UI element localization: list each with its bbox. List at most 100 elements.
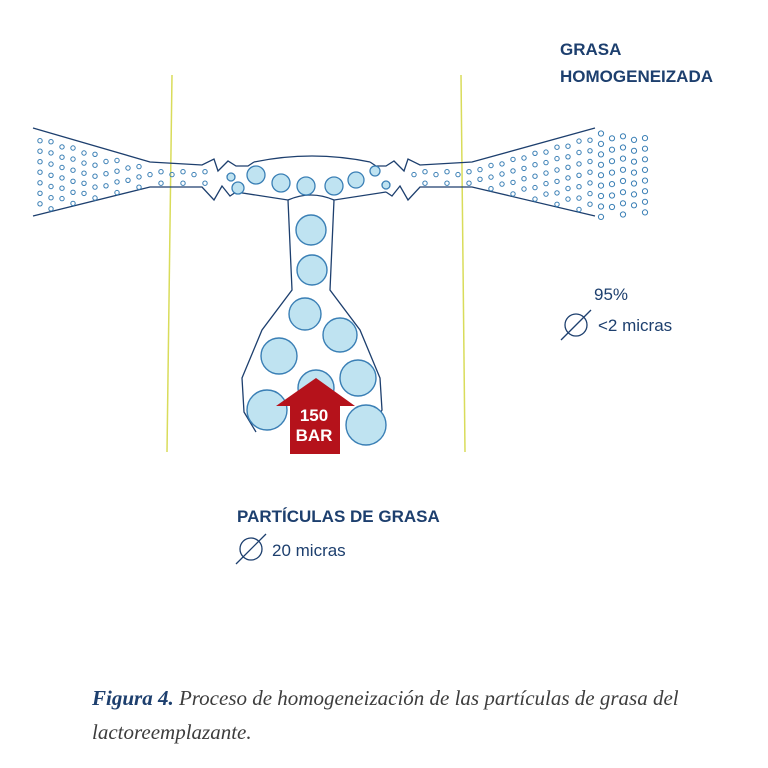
particle-small	[565, 175, 571, 181]
particle-small	[92, 184, 98, 190]
particle-small	[565, 154, 571, 160]
small-size-label: <2 micras	[598, 316, 672, 335]
particle-small	[81, 170, 87, 176]
particle-small	[576, 172, 582, 179]
particle-small	[510, 156, 516, 163]
particle-small	[597, 213, 605, 220]
particle-small	[202, 180, 208, 186]
particle-small	[70, 178, 76, 185]
particle-small	[554, 201, 560, 208]
particle-small	[576, 184, 582, 190]
particle-small	[597, 192, 605, 200]
particle-small	[597, 140, 605, 147]
particle-small	[488, 162, 494, 169]
pressure-unit: BAR	[296, 426, 333, 445]
particle-small	[619, 155, 627, 162]
particle-small	[92, 173, 98, 179]
particle-small	[48, 183, 54, 190]
particle-large	[288, 297, 322, 331]
particle-small	[477, 166, 483, 173]
particle-small	[554, 190, 560, 196]
particle-small	[641, 135, 649, 142]
guide-line-right	[460, 74, 466, 453]
particle-small	[521, 176, 527, 182]
particle-small	[630, 180, 638, 187]
particle-small	[597, 130, 605, 137]
particle-small	[92, 162, 98, 168]
particle-small	[619, 177, 627, 185]
particle-small	[608, 146, 616, 153]
particle-small	[608, 203, 616, 211]
particle-small	[114, 179, 120, 185]
particle-small	[521, 155, 527, 161]
particle-small	[92, 151, 98, 158]
particle-small	[48, 206, 54, 212]
particle-small	[510, 179, 516, 186]
particle-small	[444, 169, 450, 175]
particle-small	[532, 173, 538, 179]
valve-seat	[287, 194, 335, 201]
particle-small	[630, 147, 638, 154]
particle-small	[37, 148, 43, 154]
particle-small	[587, 137, 593, 143]
particle-small	[608, 192, 616, 199]
particle-small	[587, 180, 593, 186]
particle-small	[532, 184, 538, 191]
particle-small	[114, 157, 120, 164]
particle-small	[48, 139, 54, 145]
particle-small	[554, 167, 560, 173]
particle-medium	[347, 171, 365, 189]
particle-small	[565, 185, 571, 192]
particle-small	[125, 177, 131, 184]
particle-small	[576, 149, 582, 156]
particle-small	[169, 171, 175, 178]
particle-medium	[271, 173, 291, 193]
outlet-cone-right	[369, 127, 596, 217]
particle-small	[576, 161, 582, 167]
particle-small	[37, 180, 43, 186]
particle-small	[48, 195, 54, 201]
particle-small	[499, 171, 505, 177]
particle-small	[597, 151, 605, 158]
particle-small	[641, 156, 649, 163]
particle-small	[565, 143, 571, 149]
particle-small	[136, 184, 142, 190]
particle-small	[455, 171, 461, 178]
particle-small	[587, 201, 593, 207]
particle-large	[246, 389, 288, 431]
particle-small	[37, 190, 43, 197]
caption-text: Proceso de homogeneización de las partíc…	[92, 686, 679, 744]
particle-small	[422, 180, 428, 186]
particle-small	[576, 138, 582, 144]
particle-small	[630, 202, 638, 209]
particle-medium	[296, 176, 316, 196]
throat-particles	[226, 165, 391, 196]
particle-small	[499, 181, 505, 187]
particle-small	[59, 164, 65, 171]
particle-small	[125, 165, 131, 171]
particle-small	[81, 150, 87, 156]
diameter-symbol-icon	[235, 533, 267, 565]
figure-label: Figura 4.	[92, 686, 174, 710]
inlet-dots	[37, 138, 208, 212]
particle-large	[339, 359, 377, 397]
diameter-symbol-icon	[560, 309, 592, 341]
particle-small	[70, 189, 76, 196]
pressure-value: 150	[300, 406, 328, 425]
inlet-cone-left	[32, 127, 255, 217]
particle-small	[565, 196, 571, 202]
particle-small	[103, 158, 109, 165]
particle-small	[499, 161, 505, 167]
particle-small	[136, 174, 142, 180]
particle-small	[114, 168, 120, 174]
particle-small	[641, 198, 649, 205]
particle-small	[37, 138, 43, 144]
particle-small	[81, 180, 87, 187]
particle-small	[158, 180, 164, 186]
particle-large	[322, 317, 358, 353]
particle-small	[510, 168, 516, 174]
particle-small	[630, 158, 638, 165]
particle-small	[103, 171, 109, 177]
particle-small	[576, 206, 582, 213]
large-particles	[246, 214, 387, 446]
